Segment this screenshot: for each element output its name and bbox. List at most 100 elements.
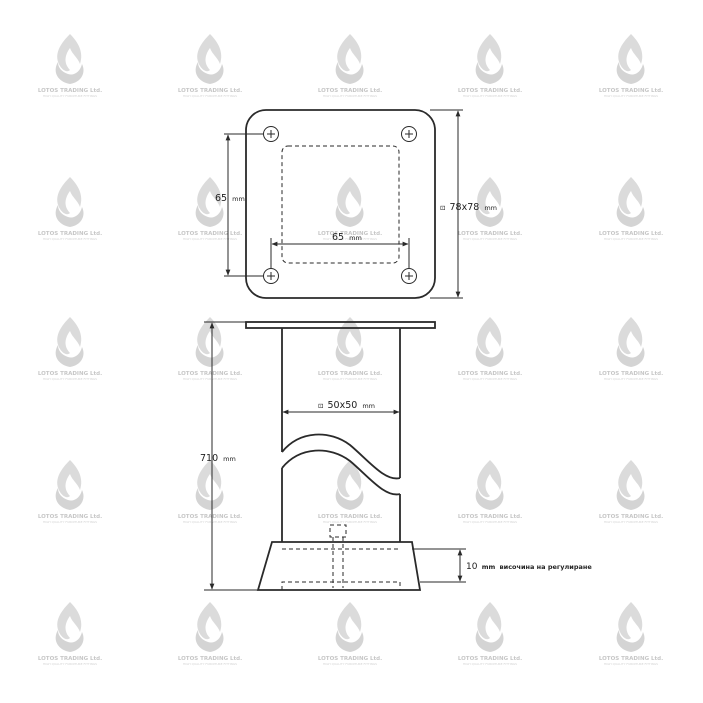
flame-icon bbox=[55, 177, 84, 227]
plate-top-view: 65 mm 65 mm ⊡ 78x78 mm bbox=[215, 109, 497, 299]
watermark-tagline: HIGH QUALITY FURNITURE FITTINGS bbox=[463, 662, 517, 666]
watermark-logo: LOTOS TRADING Ltd.HIGH QUALITY FURNITURE… bbox=[599, 177, 663, 241]
watermark-brand: LOTOS TRADING Ltd. bbox=[318, 514, 382, 520]
adjustment-unit: mm bbox=[482, 563, 496, 571]
watermark-tagline: HIGH QUALITY FURNITURE FITTINGS bbox=[323, 237, 377, 241]
watermark-tagline: HIGH QUALITY FURNITURE FITTINGS bbox=[463, 94, 517, 98]
watermark-logo: LOTOS TRADING Ltd.HIGH QUALITY FURNITURE… bbox=[458, 177, 522, 241]
adjustment-dimension: 10 mm височина на регулиране bbox=[412, 548, 592, 583]
svg-text:65 mm: 65 mm bbox=[332, 232, 362, 243]
foot-inner-hidden bbox=[281, 581, 401, 590]
watermark-brand: LOTOS TRADING Ltd. bbox=[599, 514, 663, 520]
tube-size-unit: mm bbox=[362, 402, 375, 410]
flame-icon bbox=[475, 34, 504, 84]
flame-icon bbox=[335, 317, 364, 367]
svg-text:⊡ 78x78 mm: ⊡ 78x78 mm bbox=[440, 202, 497, 213]
watermark-logo: LOTOS TRADING Ltd.HIGH QUALITY FURNITURE… bbox=[38, 317, 102, 381]
watermark-tagline: HIGH QUALITY FURNITURE FITTINGS bbox=[323, 94, 377, 98]
watermark-tagline: HIGH QUALITY FURNITURE FITTINGS bbox=[463, 237, 517, 241]
square-symbol-icon: ⊡ bbox=[440, 204, 445, 212]
plate-size-value: 78x78 bbox=[449, 202, 479, 213]
mounting-hole bbox=[263, 268, 279, 284]
watermark-tagline: HIGH QUALITY FURNITURE FITTINGS bbox=[183, 662, 237, 666]
hole-spacing-vertical-unit: mm bbox=[232, 195, 245, 203]
watermark-logo: LOTOS TRADING Ltd.HIGH QUALITY FURNITURE… bbox=[599, 34, 663, 98]
watermark-tagline: HIGH QUALITY FURNITURE FITTINGS bbox=[463, 520, 517, 524]
watermark-brand: LOTOS TRADING Ltd. bbox=[178, 656, 242, 662]
watermark-brand: LOTOS TRADING Ltd. bbox=[318, 371, 382, 377]
flame-icon bbox=[55, 317, 84, 367]
adjustment-bolt bbox=[329, 524, 347, 588]
watermark-brand: LOTOS TRADING Ltd. bbox=[178, 231, 242, 237]
watermark-logo: LOTOS TRADING Ltd.HIGH QUALITY FURNITURE… bbox=[318, 177, 382, 241]
hole-spacing-vertical-dimension: 65 mm bbox=[215, 133, 263, 277]
flame-icon bbox=[335, 177, 364, 227]
flame-icon bbox=[616, 34, 645, 84]
hole-spacing-horizontal-unit: mm bbox=[349, 234, 362, 242]
height-value: 710 bbox=[200, 453, 218, 464]
height-unit: mm bbox=[223, 455, 236, 463]
leg-side-view: ⊡ 50x50 mm 710 mm 10 mm височина на регу… bbox=[200, 321, 592, 591]
height-dimension: 710 mm bbox=[200, 321, 258, 591]
flame-icon bbox=[475, 317, 504, 367]
watermark-brand: LOTOS TRADING Ltd. bbox=[599, 371, 663, 377]
hole-spacing-horizontal-value: 65 bbox=[332, 232, 344, 243]
adjustment-text: височина на регулиране bbox=[500, 563, 593, 571]
watermark-tagline: HIGH QUALITY FURNITURE FITTINGS bbox=[604, 662, 658, 666]
watermark-logo: LOTOS TRADING Ltd.HIGH QUALITY FURNITURE… bbox=[38, 602, 102, 666]
tube-size-value: 50x50 bbox=[327, 400, 357, 411]
watermark-logo: LOTOS TRADING Ltd.HIGH QUALITY FURNITURE… bbox=[599, 460, 663, 524]
watermark-brand: LOTOS TRADING Ltd. bbox=[38, 371, 102, 377]
top-plate-profile bbox=[245, 321, 436, 329]
watermark-brand: LOTOS TRADING Ltd. bbox=[38, 231, 102, 237]
flame-icon bbox=[616, 460, 645, 510]
break-line-upper bbox=[281, 433, 401, 480]
plate-size-dimension: ⊡ 78x78 mm bbox=[430, 109, 497, 299]
watermark-logo: LOTOS TRADING Ltd.HIGH QUALITY FURNITURE… bbox=[38, 460, 102, 524]
watermark-logo: LOTOS TRADING Ltd.HIGH QUALITY FURNITURE… bbox=[318, 34, 382, 98]
watermark-tagline: HIGH QUALITY FURNITURE FITTINGS bbox=[183, 520, 237, 524]
watermark-logo: LOTOS TRADING Ltd.HIGH QUALITY FURNITURE… bbox=[38, 34, 102, 98]
watermark-tagline: HIGH QUALITY FURNITURE FITTINGS bbox=[183, 94, 237, 98]
flame-icon bbox=[335, 460, 364, 510]
tube-hidden-outline bbox=[281, 145, 400, 264]
flame-icon bbox=[616, 602, 645, 652]
watermark-logo: LOTOS TRADING Ltd.HIGH QUALITY FURNITURE… bbox=[458, 460, 522, 524]
watermark-layer: LOTOS TRADING Ltd.HIGH QUALITY FURNITURE… bbox=[38, 34, 663, 666]
watermark-logo: LOTOS TRADING Ltd.HIGH QUALITY FURNITURE… bbox=[318, 602, 382, 666]
watermark-logo: LOTOS TRADING Ltd.HIGH QUALITY FURNITURE… bbox=[599, 317, 663, 381]
watermark-brand: LOTOS TRADING Ltd. bbox=[458, 231, 522, 237]
watermark-tagline: HIGH QUALITY FURNITURE FITTINGS bbox=[43, 377, 97, 381]
watermark-logo: LOTOS TRADING Ltd.HIGH QUALITY FURNITURE… bbox=[318, 317, 382, 381]
watermark-logo: LOTOS TRADING Ltd.HIGH QUALITY FURNITURE… bbox=[599, 602, 663, 666]
watermark-brand: LOTOS TRADING Ltd. bbox=[458, 88, 522, 94]
flame-icon bbox=[195, 460, 224, 510]
flame-icon bbox=[195, 317, 224, 367]
watermark-brand: LOTOS TRADING Ltd. bbox=[318, 656, 382, 662]
watermark-tagline: HIGH QUALITY FURNITURE FITTINGS bbox=[604, 520, 658, 524]
watermark-brand: LOTOS TRADING Ltd. bbox=[458, 371, 522, 377]
tube-size-dimension: ⊡ 50x50 mm bbox=[282, 400, 400, 415]
plate-size-unit: mm bbox=[484, 204, 497, 212]
watermark-logo: LOTOS TRADING Ltd.HIGH QUALITY FURNITURE… bbox=[458, 317, 522, 381]
watermark-tagline: HIGH QUALITY FURNITURE FITTINGS bbox=[463, 377, 517, 381]
watermark-logo: LOTOS TRADING Ltd.HIGH QUALITY FURNITURE… bbox=[178, 460, 242, 524]
watermark-tagline: HIGH QUALITY FURNITURE FITTINGS bbox=[323, 377, 377, 381]
svg-text:⊡ 50x50 mm: ⊡ 50x50 mm bbox=[318, 400, 375, 411]
watermark-tagline: HIGH QUALITY FURNITURE FITTINGS bbox=[323, 662, 377, 666]
watermark-brand: LOTOS TRADING Ltd. bbox=[599, 231, 663, 237]
watermark-tagline: HIGH QUALITY FURNITURE FITTINGS bbox=[183, 377, 237, 381]
mounting-hole bbox=[401, 268, 417, 284]
watermark-tagline: HIGH QUALITY FURNITURE FITTINGS bbox=[43, 237, 97, 241]
svg-text:65 mm: 65 mm bbox=[215, 193, 245, 204]
watermark-tagline: HIGH QUALITY FURNITURE FITTINGS bbox=[604, 377, 658, 381]
flame-icon bbox=[475, 602, 504, 652]
watermark-tagline: HIGH QUALITY FURNITURE FITTINGS bbox=[43, 94, 97, 98]
svg-text:10 mm височина: 10 mm височина на регулиране bbox=[466, 562, 592, 572]
flame-icon bbox=[55, 460, 84, 510]
watermark-brand: LOTOS TRADING Ltd. bbox=[178, 88, 242, 94]
watermark-logo: LOTOS TRADING Ltd.HIGH QUALITY FURNITURE… bbox=[178, 602, 242, 666]
break-line-lower bbox=[281, 449, 401, 496]
watermark-brand: LOTOS TRADING Ltd. bbox=[38, 656, 102, 662]
